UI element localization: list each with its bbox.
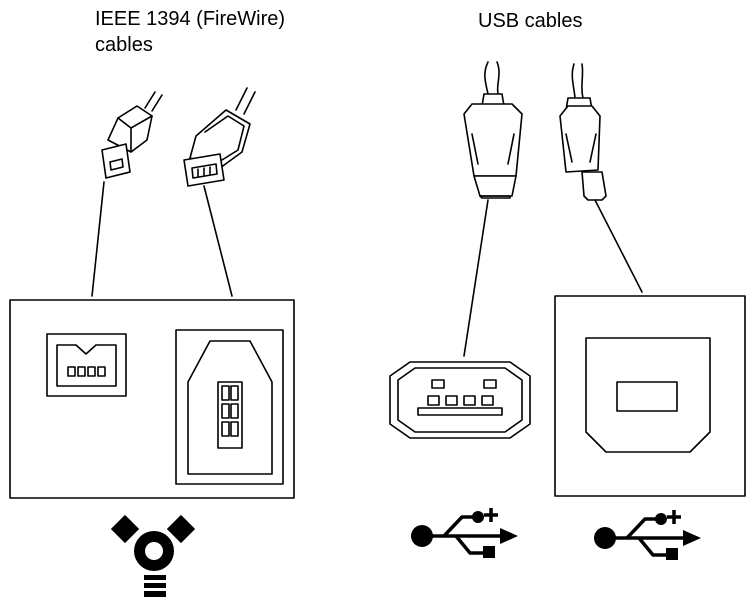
firewire-4pin-cable-plug: [101, 91, 163, 179]
firewire-6pin-cable-plug: [183, 87, 256, 187]
firewire-cables-label: IEEE 1394 (FireWire) cables: [95, 6, 285, 58]
usb-a-port: [389, 361, 531, 439]
firewire-port-panel: [9, 299, 295, 499]
firewire-6pin-port: [175, 329, 284, 485]
usb-b-port: [554, 295, 746, 497]
usb-a-leader-line: [463, 199, 489, 357]
firewire-label-line1: IEEE 1394 (FireWire): [95, 8, 286, 30]
firewire-4pin-port: [46, 333, 127, 397]
usb-b-cable-plug: [559, 63, 607, 201]
usb-logo-icon: [594, 510, 701, 560]
usb-a-cable-plug: [463, 61, 523, 199]
firewire-logo-icon: [110, 514, 196, 597]
firewire-4pin-leader-line: [91, 181, 105, 297]
usb-logo-icon: [411, 508, 518, 558]
usb-b-leader-line: [594, 199, 643, 293]
usb-cables-label: USB cables: [478, 10, 583, 32]
firewire-label-line2: cables: [95, 34, 153, 56]
firewire-6pin-leader-line: [203, 185, 233, 297]
